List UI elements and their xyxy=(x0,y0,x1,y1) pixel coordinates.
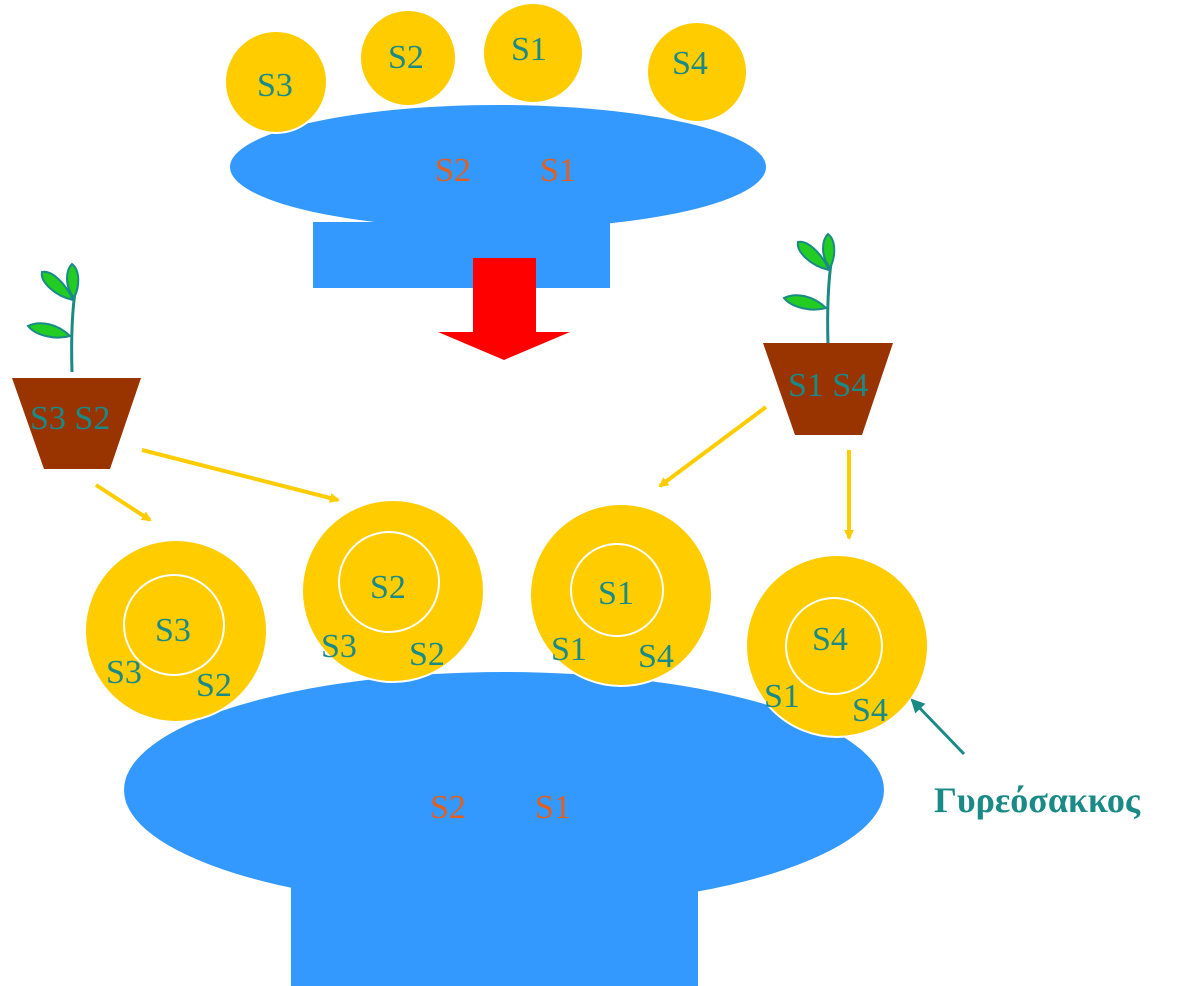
bottom-pollen-grain-4: S4 S1 S4 xyxy=(745,554,929,738)
grain-right-label: S4 xyxy=(852,692,888,729)
red-down-arrow xyxy=(438,258,570,360)
left-plant-leaf-right-icon xyxy=(66,262,80,300)
left-plant-leaf-top-icon xyxy=(40,270,75,302)
bottom-pollen-grain-2: S2 S3 S2 xyxy=(301,499,485,683)
bottom-stigma-allele-1: S2 xyxy=(430,789,466,826)
grain-left-label: S3 xyxy=(321,628,357,665)
right-plant: S1 S4 xyxy=(763,232,893,435)
grain-inner-label: S1 xyxy=(598,575,634,612)
grain-right-label: S2 xyxy=(196,667,232,704)
annotation-label: Γυρεόσακκος xyxy=(934,780,1141,820)
bottom-pollen-grain-1: S3 S3 S2 xyxy=(84,539,268,723)
grain-right-label: S4 xyxy=(638,638,674,675)
grain-inner-label: S4 xyxy=(812,621,848,658)
arrow-left-to-grain1 xyxy=(94,483,152,522)
top-stigma: S2 S1 xyxy=(230,105,766,288)
bottom-stigma-surface xyxy=(124,672,884,908)
right-plant-leaf-low-icon xyxy=(782,294,828,311)
grain-left-label: S1 xyxy=(764,678,800,715)
right-plant-leaf-top-icon xyxy=(796,240,831,272)
left-plant: S3 S2 xyxy=(12,262,141,469)
grain-inner-label: S2 xyxy=(370,569,406,606)
left-plant-leaf-low-icon xyxy=(26,322,72,339)
right-pot xyxy=(763,343,893,435)
bottom-stigma-allele-2: S1 xyxy=(535,789,571,826)
annotation-arrow xyxy=(910,698,966,756)
top-stigma-allele-2: S1 xyxy=(540,152,576,189)
top-stigma-allele-1: S2 xyxy=(435,152,471,189)
bottom-stigma: S2 S1 xyxy=(124,672,884,986)
pollen-label: S3 xyxy=(257,67,293,104)
grain-left-label: S3 xyxy=(106,654,142,691)
pollen-label: S4 xyxy=(672,45,708,82)
top-pollen-grain-s1: S1 xyxy=(482,2,584,104)
top-stigma-surface xyxy=(230,105,766,229)
right-plant-leaf-right-icon xyxy=(822,232,836,270)
grain-inner-label: S3 xyxy=(155,612,191,649)
right-pot-label: S1 S4 xyxy=(788,367,868,404)
pollen-label: S1 xyxy=(511,31,547,68)
grain-right-label: S2 xyxy=(409,636,445,673)
top-style xyxy=(313,222,610,288)
arrow-left-to-grain2 xyxy=(141,448,340,503)
arrow-right-to-grain3 xyxy=(658,405,768,488)
grain-left-label: S1 xyxy=(551,631,587,668)
top-pollen-grain-s3: S3 xyxy=(224,30,328,134)
pollen-label: S2 xyxy=(388,39,424,76)
top-pollen-grain-s4: S4 xyxy=(646,21,748,123)
left-pot-label: S3 S2 xyxy=(30,400,110,437)
left-pot xyxy=(12,378,141,469)
top-pollen-grain-s2: S2 xyxy=(359,9,457,107)
bottom-pollen-grain-3: S1 S1 S4 xyxy=(529,503,713,687)
